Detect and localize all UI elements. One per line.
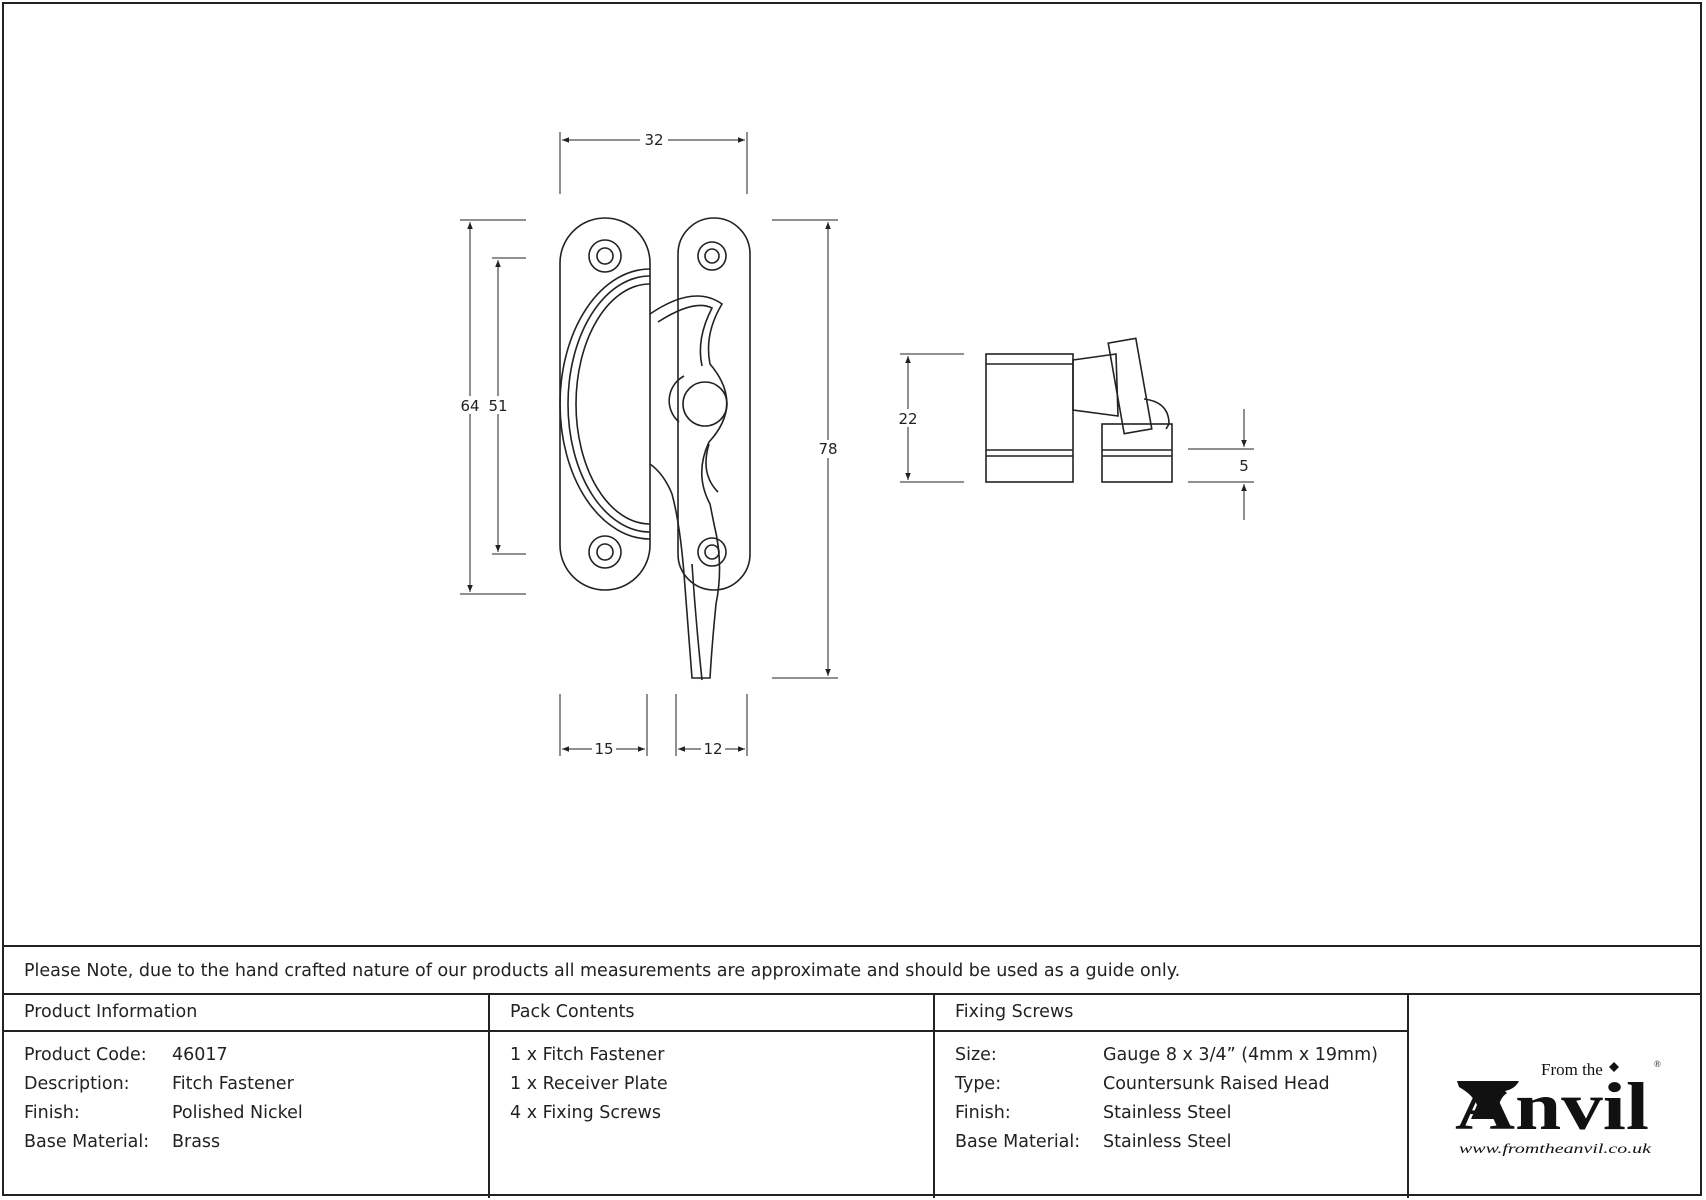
pack-item-text: 1 x Receiver Plate	[510, 1074, 668, 1094]
info-key: Finish:	[24, 1103, 80, 1123]
brand-logo-panel: From the ® Anvil www.fromtheanvil.co.uk	[1409, 995, 1700, 1198]
pack-item: 4 x Fixing Screws	[510, 1099, 933, 1128]
pack-contents-title: Pack Contents	[490, 995, 933, 1032]
fastener-side-view	[985, 337, 1173, 483]
measurement-note: Please Note, due to the hand crafted nat…	[4, 945, 1700, 995]
receiver-block	[1101, 423, 1173, 483]
pack-item-text: 4 x Fixing Screws	[510, 1103, 661, 1123]
dim-plate-height: 64	[460, 397, 479, 415]
fixing-screws-panel: Fixing Screws Size: Gauge 8 x 3/4” (4mm …	[935, 995, 1409, 1198]
screw-value: Stainless Steel	[1103, 1132, 1232, 1152]
pack-contents-panel: Pack Contents 1 x Fitch Fastener 1 x Rec…	[490, 995, 935, 1198]
logo-brand: Anvil	[1455, 1068, 1649, 1144]
lever-handle	[649, 295, 728, 679]
right-plate	[677, 217, 751, 591]
info-row: Finish: Polished Nickel	[24, 1099, 488, 1128]
screw-key: Finish:	[955, 1103, 1011, 1123]
screw-hole-icon	[697, 537, 727, 567]
side-lever	[1107, 337, 1153, 435]
anvil-logo: From the ® Anvil www.fromtheanvil.co.uk	[1455, 1059, 1661, 1157]
info-value: Polished Nickel	[172, 1103, 303, 1123]
screw-key: Size:	[955, 1045, 997, 1065]
info-key: Base Material:	[24, 1132, 150, 1152]
info-key: Description:	[24, 1074, 130, 1094]
logo-registered: ®	[1654, 1059, 1661, 1069]
pack-item-text: 1 x Fitch Fastener	[510, 1045, 665, 1065]
info-value: Fitch Fastener	[172, 1074, 294, 1094]
info-value: 46017	[172, 1045, 228, 1065]
screw-hole-icon	[697, 241, 727, 271]
pack-item: 1 x Receiver Plate	[510, 1070, 933, 1099]
anvil-icon	[1457, 1081, 1519, 1119]
screw-hole-icon	[588, 535, 622, 569]
left-plate	[559, 217, 651, 591]
screw-hole-icon	[588, 239, 622, 273]
side-body	[985, 353, 1074, 483]
dim-base-left: 15	[594, 740, 613, 758]
screw-key: Type:	[955, 1074, 1002, 1094]
diamond-icon	[1609, 1062, 1619, 1072]
info-value: Brass	[172, 1132, 221, 1152]
product-information-panel: Product Information Product Code: 46017 …	[4, 995, 490, 1198]
logo-url: www.fromtheanvil.co.uk	[1459, 1142, 1652, 1157]
pack-item: 1 x Fitch Fastener	[510, 1041, 933, 1070]
info-row: Base Material: Brass	[24, 1128, 488, 1157]
screw-row: Size: Gauge 8 x 3/4” (4mm x 19mm)	[955, 1041, 1407, 1070]
screw-key: Base Material:	[955, 1132, 1081, 1152]
pivot-icon	[682, 381, 728, 427]
screw-value: Stainless Steel	[1103, 1103, 1232, 1123]
screw-row: Base Material: Stainless Steel	[955, 1128, 1407, 1157]
screw-value: Gauge 8 x 3/4” (4mm x 19mm)	[1103, 1045, 1378, 1065]
dim-side-height: 22	[898, 410, 917, 428]
logo-from-the: From the	[1541, 1060, 1603, 1079]
product-information-title: Product Information	[4, 995, 488, 1032]
dimension-labels: 32 64 51 78 15 12 22 5	[459, 130, 1249, 758]
info-row: Product Code: 46017	[24, 1041, 488, 1070]
dim-overall-height: 78	[818, 440, 837, 458]
screw-row: Type: Countersunk Raised Head	[955, 1070, 1407, 1099]
info-row: Description: Fitch Fastener	[24, 1070, 488, 1099]
dim-receiver-height: 5	[1239, 457, 1249, 475]
info-key: Product Code:	[24, 1045, 147, 1065]
screw-row: Finish: Stainless Steel	[955, 1099, 1407, 1128]
technical-drawing: 32 64 51 78 15 12 22 5	[459, 130, 1254, 758]
dim-hole-spacing: 51	[488, 397, 507, 415]
screw-value: Countersunk Raised Head	[1103, 1074, 1330, 1094]
dim-top-width: 32	[644, 131, 663, 149]
fixing-screws-title: Fixing Screws	[935, 995, 1407, 1032]
dim-base-right: 12	[703, 740, 722, 758]
fastener-front-view	[559, 217, 751, 681]
